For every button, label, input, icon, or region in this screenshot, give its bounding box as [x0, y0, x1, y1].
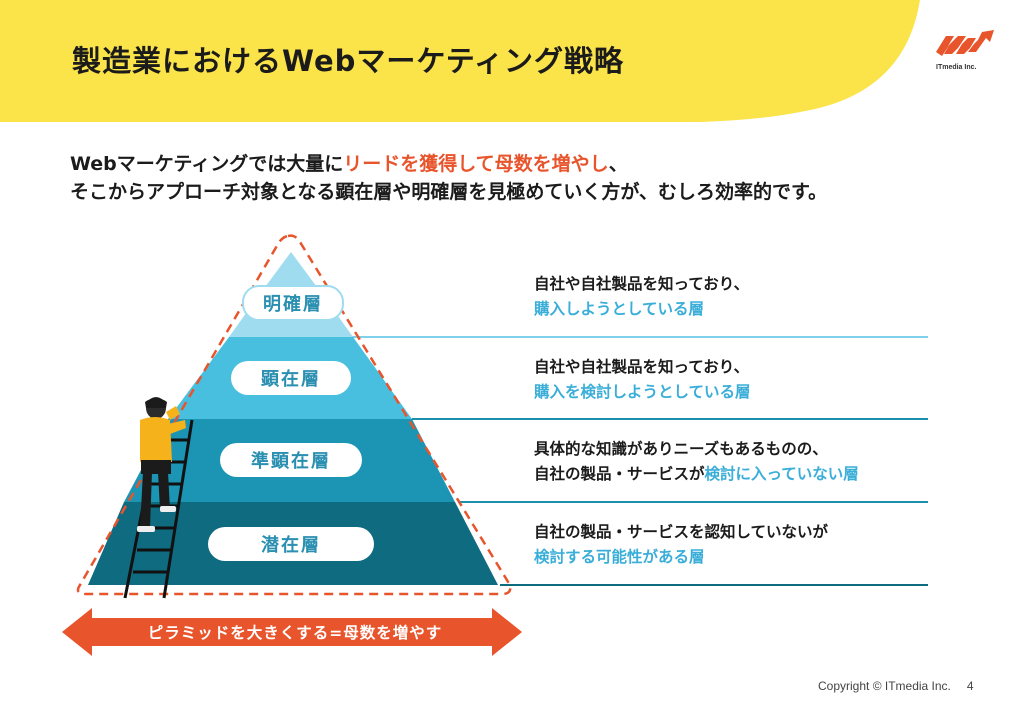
- lead-line-1-part-a: Webマーケティングでは大量に: [70, 153, 344, 175]
- layer-label-1: 明確層: [242, 285, 344, 321]
- layer-desc-1-line-2: 購入しようとしている層: [534, 297, 749, 322]
- page-number: 4: [966, 679, 974, 693]
- logo-text: ITmedia Inc.: [936, 64, 977, 71]
- layer-desc-3-line-2-part-a: 自社の製品・サービスが: [534, 465, 705, 483]
- layer-desc-4: 自社の製品・サービスを認知していないが 検討する可能性がある層: [534, 520, 828, 570]
- copyright-text: Copyright © ITmedia Inc.: [818, 679, 951, 693]
- layer-desc-4-line-2: 検討する可能性がある層: [534, 545, 828, 570]
- person-illustration: [137, 397, 186, 532]
- layer-desc-2: 自社や自社製品を知っており、 購入を検討しようとしている層: [534, 355, 751, 405]
- lead-line-2: そこからアプローチ対象となる顕在層や明確層を見極めていく方が、むしろ効率的です。: [70, 181, 828, 203]
- slide-title: 製造業におけるWebマーケティング戦略: [72, 44, 625, 78]
- layer-desc-1: 自社や自社製品を知っており、 購入しようとしている層: [534, 272, 749, 322]
- arrow-label: ピラミッドを大きくする=母数を増やす: [147, 624, 443, 642]
- layer-label-2: 顕在層: [231, 361, 351, 395]
- layer-desc-1-highlight: 購入しようとしている層: [534, 300, 705, 318]
- layer-desc-4-line-1: 自社の製品・サービスを認知していないが: [534, 523, 829, 541]
- header-band: [0, 0, 920, 122]
- layer-desc-2-line-1: 自社や自社製品を知っており、: [534, 358, 750, 376]
- layer-desc-1-line-1: 自社や自社製品を知っており、: [534, 275, 750, 293]
- lead-line-1-highlight: リードを獲得して母数を増やし: [343, 153, 609, 175]
- double-arrow-icon: [62, 608, 522, 656]
- layer-label-3: 準顕在層: [220, 443, 362, 477]
- layer-desc-3-line-2: 自社の製品・サービスが検討に入っていない層: [534, 462, 859, 487]
- pyramid-dashed-outline: [76, 234, 512, 596]
- lead-line-1-part-b: 、: [608, 153, 628, 175]
- itmedia-logo-icon: [936, 30, 994, 56]
- lead-text: Webマーケティングでは大量にリードを獲得して母数を増やし、 そこからアプローチ…: [70, 150, 827, 206]
- layer-desc-2-highlight: 購入を検討しようとしている層: [534, 383, 751, 401]
- layer-desc-3-line-1: 具体的な知識がありニーズもあるものの、: [534, 440, 828, 458]
- layer-desc-3-highlight: 検討に入っていない層: [704, 465, 859, 483]
- layer-desc-3: 具体的な知識がありニーズもあるものの、 自社の製品・サービスが検討に入っていない…: [534, 437, 859, 487]
- layer-desc-4-highlight: 検討する可能性がある層: [534, 548, 705, 566]
- lead-line-1: Webマーケティングでは大量にリードを獲得して母数を増やし、: [70, 150, 827, 178]
- layer-label-4: 潜在層: [208, 527, 374, 561]
- footer: Copyright © ITmedia Inc. 4: [818, 679, 974, 693]
- layer-desc-2-line-2: 購入を検討しようとしている層: [534, 380, 751, 405]
